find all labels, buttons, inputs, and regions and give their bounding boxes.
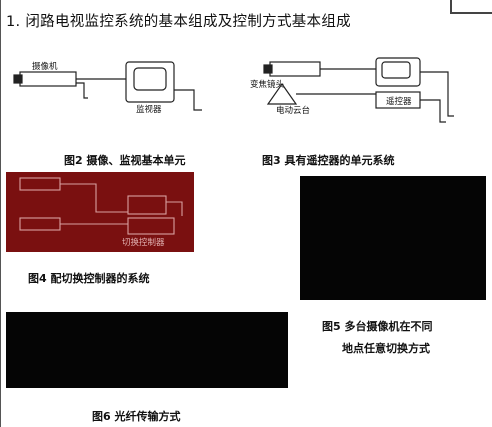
figure-3-caption: 图3 具有遥控器的单元系统 <box>262 154 395 167</box>
camera-2-shape <box>19 217 61 231</box>
monitor-shape <box>125 61 175 103</box>
camera-lens-shape <box>13 74 23 84</box>
controller-label: 遥控器 <box>386 97 412 107</box>
figure-3: 变焦镜头 电动云台 遥控器 <box>248 44 478 134</box>
section-heading: 1. 闭路电视监控系统的基本组成及控制方式基本组成 <box>6 14 351 30</box>
camera-1-shape <box>19 177 61 191</box>
camera-label: 摄像机 <box>32 62 58 72</box>
controller-power-cable <box>420 99 446 123</box>
camera-shape <box>19 71 77 87</box>
pan-tilt-label: 电动云台 <box>276 106 311 116</box>
pan-tilt-shape <box>266 82 298 105</box>
monitor-power-cable-3 <box>420 71 454 117</box>
figure-2-caption: 图2 摄像、监视基本单元 <box>64 154 186 167</box>
ptz-camera-shape <box>269 61 321 77</box>
monitor-label: 监视器 <box>136 105 162 115</box>
switcher-shape <box>127 217 175 235</box>
cable-camera-1 <box>60 183 128 213</box>
figure-2-diagram <box>13 61 202 111</box>
zoom-lens-label: 变焦镜头 <box>250 80 285 90</box>
zoom-lens-shape <box>263 64 273 74</box>
page-corner-frame <box>450 0 492 14</box>
ptz-monitor-screen-shape <box>381 61 411 79</box>
switcher-label: 切换控制器 <box>122 238 165 248</box>
figure-6-image <box>6 312 288 388</box>
figure-3-diagram <box>263 57 454 123</box>
figure-4-panel: 切换控制器 <box>6 172 194 252</box>
figure-4-caption: 图4 配切换控制器的系统 <box>28 272 150 285</box>
figure-5-caption-line-2: 地点任意切换方式 <box>342 342 430 355</box>
switch-monitor-shape <box>127 195 167 215</box>
figure-5-caption-line-1: 图5 多台摄像机在不同 <box>322 320 433 333</box>
monitor-power-cable <box>174 89 202 111</box>
figure-5-image <box>300 176 486 300</box>
camera-power-cable <box>76 82 88 99</box>
page-left-border <box>0 0 1 427</box>
figure-4-diagram <box>19 177 183 235</box>
monitor-screen-shape <box>133 67 167 91</box>
monitor-power-cable-4 <box>166 201 183 216</box>
figure-6-caption: 图6 光纤传输方式 <box>92 410 181 423</box>
figure-2: 摄像机 监视器 <box>13 50 214 130</box>
